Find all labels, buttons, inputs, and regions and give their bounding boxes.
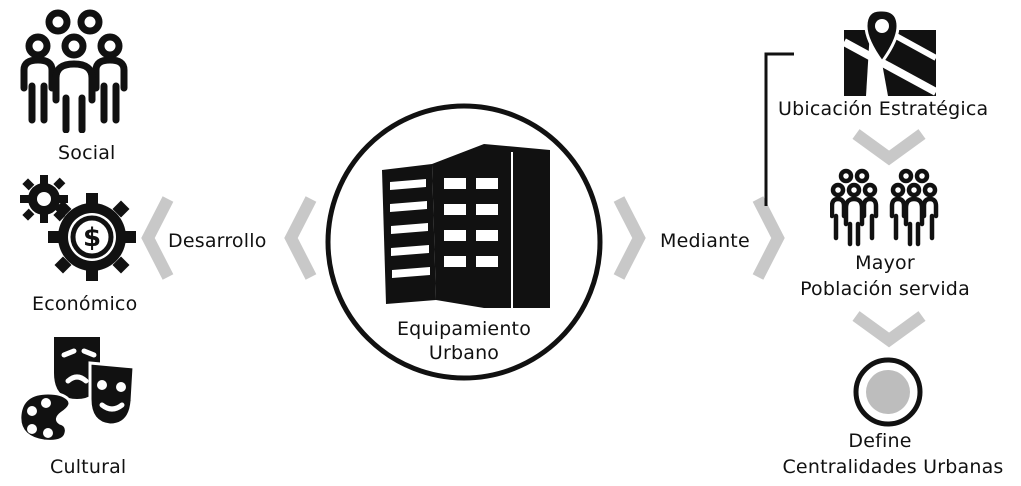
chevron-right-inner-icon	[613, 195, 647, 281]
building-icon	[372, 140, 572, 310]
social-label: Social	[58, 142, 116, 164]
chevron-left-outer-icon	[140, 195, 174, 281]
mediante-label: Mediante	[660, 230, 750, 252]
equipamiento-title-line2: Urbano	[428, 342, 500, 364]
cultural-label: Cultural	[50, 456, 127, 478]
people-group-icon	[18, 8, 128, 133]
target-circle-icon	[852, 356, 924, 428]
theater-masks-palette-icon	[18, 333, 138, 445]
chevron-down-2-icon	[852, 310, 926, 350]
economic-label: Económico	[32, 293, 138, 315]
equipamiento-title-line1: Equipamiento	[396, 318, 532, 340]
poblacion-line1: Mayor	[855, 252, 915, 274]
people-groups-icon	[830, 168, 946, 248]
desarrollo-label: Desarrollo	[168, 230, 267, 252]
chevron-right-outer-icon	[752, 195, 786, 281]
gear-dollar-icon: $	[16, 175, 136, 285]
define-line2: Centralidades Urbanas	[782, 456, 1004, 478]
svg-text:$: $	[83, 223, 101, 253]
chevron-left-inner-icon	[283, 195, 317, 281]
chevron-down-1-icon	[852, 128, 926, 168]
map-pin-icon	[840, 6, 940, 98]
poblacion-line2: Población servida	[800, 278, 970, 300]
ubicacion-label: Ubicación Estratégica	[778, 98, 989, 120]
define-line1: Define	[848, 430, 912, 452]
bracket-line	[760, 50, 800, 210]
